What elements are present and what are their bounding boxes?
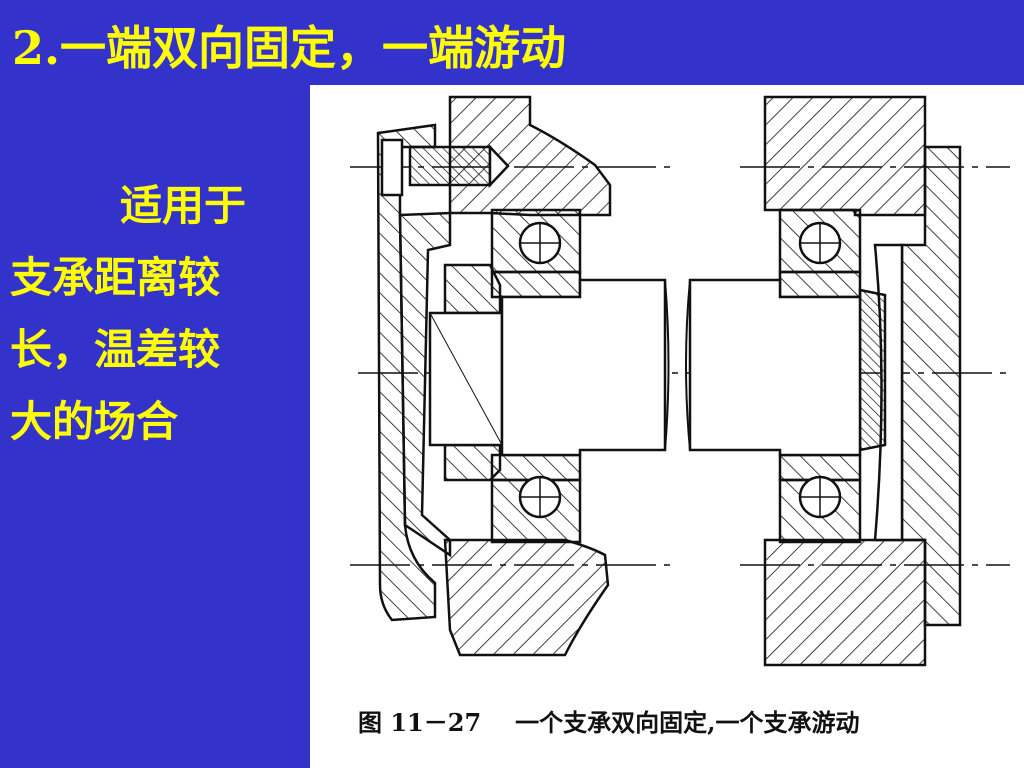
right-ball-bearing-lower bbox=[778, 453, 862, 544]
left-lock-nut-lower bbox=[443, 443, 502, 482]
right-end-cap bbox=[900, 145, 962, 627]
caption-text: 一个支承双向固定,一个支承游动 bbox=[515, 708, 860, 737]
body-line: 长，温差较 bbox=[10, 325, 221, 374]
body-line: 支承距离较 bbox=[10, 253, 221, 302]
bearing-arrangement-drawing bbox=[350, 95, 1010, 667]
slide-title: 2.一端双向固定，一端游动 bbox=[12, 21, 567, 75]
left-ball-bearing-lower bbox=[490, 453, 582, 544]
right-ball-bearing-upper bbox=[778, 208, 862, 299]
right-housing-lower bbox=[763, 538, 927, 667]
left-shaft-journal bbox=[500, 278, 667, 457]
caption-number: 图 11－27 bbox=[358, 708, 482, 737]
slide-body: 适用于 支承距离较 长，温差较 大的场合 bbox=[10, 170, 302, 458]
left-lock-nut bbox=[443, 263, 502, 315]
body-line: 大的场合 bbox=[10, 397, 179, 446]
right-housing-upper bbox=[763, 95, 927, 217]
figure-panel: 图 11－27 一个支承双向固定,一个支承游动 bbox=[310, 85, 1024, 768]
body-line: 适用于 bbox=[120, 181, 247, 230]
left-housing-lower bbox=[443, 538, 610, 657]
right-shaft-journal bbox=[688, 278, 862, 457]
figure-caption: 图 11－27 一个支承双向固定,一个支承游动 bbox=[358, 703, 860, 738]
shaft-break-line bbox=[664, 279, 670, 451]
left-ball-bearing-upper bbox=[490, 208, 582, 299]
right-retaining-ring bbox=[858, 288, 887, 452]
left-end-cap-inner bbox=[398, 211, 452, 558]
left-cap-screw bbox=[380, 138, 510, 197]
